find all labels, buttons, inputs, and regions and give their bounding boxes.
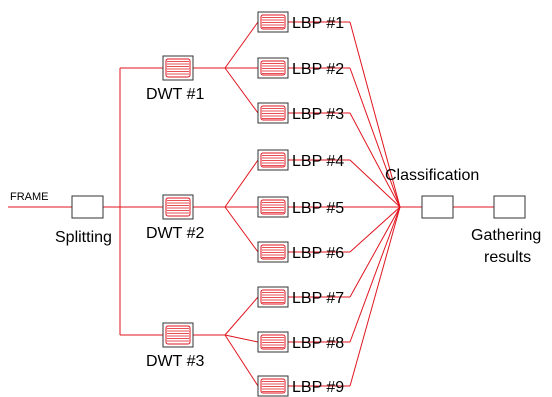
lbp-to-classification-line xyxy=(349,112,401,208)
gathering-label-line1: Gathering xyxy=(471,227,541,244)
connection-lines xyxy=(8,21,525,387)
lbp-to-classification-line xyxy=(349,21,401,208)
fan-line xyxy=(224,21,259,69)
lbp-box-4 xyxy=(257,149,289,171)
fan-line xyxy=(224,296,259,336)
fan-line xyxy=(224,159,259,208)
lbp-to-classification-line xyxy=(349,67,401,208)
lbp-label-7: LBP #7 xyxy=(292,290,344,307)
lbp-box-2 xyxy=(257,57,289,79)
classification-box xyxy=(421,195,454,219)
dwt-box-2 xyxy=(162,194,194,220)
dwt-labels: DWT #1 DWT #2 DWT #3 xyxy=(146,86,204,370)
frame-label: FRAME xyxy=(10,191,49,203)
lbp-to-classification-line xyxy=(349,159,401,208)
lbp-to-classification-line xyxy=(349,206,401,253)
fan-line xyxy=(224,334,259,387)
lbp-label-9: LBP #9 xyxy=(292,379,344,396)
gathering-label-line2: results xyxy=(484,249,531,266)
lbp-box-1 xyxy=(257,11,289,33)
lbp-label-8: LBP #8 xyxy=(292,335,344,352)
lbp-label-5: LBP #5 xyxy=(292,200,344,217)
lbp-box-3 xyxy=(257,102,289,124)
lbp-box-8 xyxy=(257,331,289,353)
lbp-label-3: LBP #3 xyxy=(292,106,344,123)
lbp-box-5 xyxy=(257,196,289,218)
lbp-label-6: LBP #6 xyxy=(292,245,344,262)
dwt-box-3 xyxy=(162,322,194,348)
dwt-label-2: DWT #2 xyxy=(146,225,204,242)
splitting-label: Splitting xyxy=(55,229,112,246)
lbp-label-1: LBP #1 xyxy=(292,15,344,32)
dwt-label-1: DWT #1 xyxy=(146,86,204,103)
classification-label: Classification xyxy=(385,167,479,184)
fan-line xyxy=(224,334,259,343)
dwt-label-3: DWT #3 xyxy=(146,353,204,370)
lbp-box-9 xyxy=(257,375,289,397)
lbp-label-4: LBP #4 xyxy=(292,153,344,170)
fan-line xyxy=(224,206,259,253)
splitting-box xyxy=(71,195,104,219)
lbp-to-classification-line xyxy=(349,206,401,387)
lbp-label-2: LBP #2 xyxy=(292,61,344,78)
lbp-box-7 xyxy=(257,286,289,308)
lbp-to-classification-line xyxy=(349,206,401,298)
diagram-boxes xyxy=(71,11,526,397)
lbp-box-6 xyxy=(257,241,289,263)
gathering-box xyxy=(493,195,526,219)
lbp-labels: LBP #1 LBP #2 LBP #3 LBP #4 LBP #5 LBP #6 LBP … xyxy=(292,15,344,396)
fan-line xyxy=(224,67,259,114)
dwt-box-1 xyxy=(162,55,194,81)
lbp-to-classification-line xyxy=(349,206,401,343)
